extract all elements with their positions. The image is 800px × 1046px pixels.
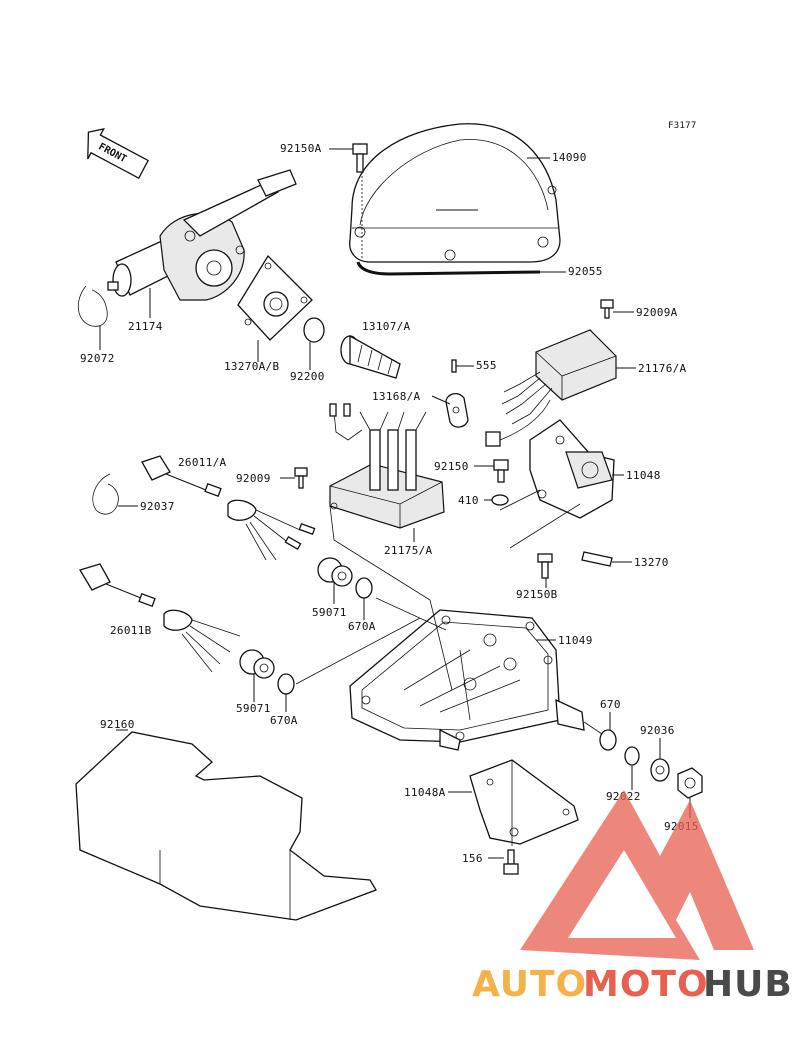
watermark-logo-icon [520, 790, 754, 960]
figure-code: F3177 [668, 121, 697, 131]
bolt-92150B [537, 553, 553, 579]
pin-555 [451, 359, 457, 373]
label-92150B: 92150B [516, 588, 558, 601]
watermark-part1: AUTO [472, 964, 587, 1005]
harness-26011A [141, 455, 316, 561]
oring-92200 [303, 317, 325, 343]
label-670A-b: 670A [270, 714, 298, 727]
label-59071-b: 59071 [236, 702, 271, 715]
harness-26011B [79, 563, 241, 673]
pad-92160-fold [159, 850, 291, 920]
label-11048: 11048 [626, 469, 661, 482]
label-92036: 92036 [640, 724, 675, 737]
pad-92160 [75, 731, 377, 921]
label-13270: 13270 [634, 556, 669, 569]
grommet-59071-a [317, 557, 353, 587]
label-14090: 14090 [552, 151, 587, 164]
bracket-11048 [529, 419, 615, 519]
label-26011B: 26011B [110, 624, 152, 637]
ecu-21176A [485, 329, 617, 447]
cover-14090 [349, 123, 561, 263]
label-670: 670 [600, 698, 621, 711]
bolt-156 [503, 849, 519, 875]
nut-92015 [677, 767, 703, 799]
bracket-11048A [469, 759, 579, 845]
shaft-13107A [340, 334, 401, 379]
label-13107A: 13107/A [362, 320, 411, 333]
leader-lines [99, 148, 691, 859]
motor-21174 [107, 169, 297, 301]
label-410: 410 [458, 494, 479, 507]
label-92055: 92055 [568, 265, 603, 278]
label-11049: 11049 [558, 634, 593, 647]
grommet-59071-b [239, 649, 275, 679]
label-670A-a: 670A [348, 620, 376, 633]
oring-670A-b [277, 673, 295, 695]
label-13270AB: 13270A/B [224, 360, 279, 373]
watermark-part3: HUB [703, 964, 793, 1005]
case-11049 [349, 609, 585, 751]
label-92150: 92150 [434, 460, 469, 473]
label-156: 156 [462, 852, 483, 865]
label-13168A: 13168/A [372, 390, 421, 403]
plate-13270AB [237, 254, 313, 341]
label-92150A: 92150A [280, 142, 322, 155]
part-labels: 92150A 14090 92055 92009A 21174 92072 13… [80, 142, 698, 865]
oring-670A-a [355, 577, 373, 599]
bolt-92009 [294, 467, 308, 489]
strap-13270 [581, 551, 613, 567]
circlip-92072 [78, 285, 108, 327]
label-11048A: 11048A [404, 786, 446, 799]
rubber-92036 [650, 758, 670, 782]
watermark-part2: MOTO [583, 964, 709, 1005]
regulator-21175A [329, 403, 445, 529]
watermark-text: AUTO MOTO HUB [472, 964, 793, 1005]
label-59071-a: 59071 [312, 606, 347, 619]
front-arrow-icon: FRONT [87, 128, 150, 180]
label-26011A: 26011/A [178, 456, 227, 469]
label-92037: 92037 [140, 500, 175, 513]
bolt-92150 [493, 459, 509, 483]
label-92160: 92160 [100, 718, 135, 731]
washer-410 [491, 494, 509, 506]
label-21175A: 21175/A [384, 544, 433, 557]
clip-92037 [92, 473, 119, 515]
label-92009: 92009 [236, 472, 271, 485]
gasket-92055 [356, 261, 541, 276]
label-21174: 21174 [128, 320, 163, 333]
label-92200: 92200 [290, 370, 325, 383]
washer-92022 [624, 746, 640, 766]
label-92009A: 92009A [636, 306, 678, 319]
label-555: 555 [476, 359, 497, 372]
bolt-92009A [600, 299, 614, 319]
oring-670 [599, 729, 617, 751]
label-21176A: 21176/A [638, 362, 687, 375]
connector-13168A [445, 392, 469, 428]
label-92072: 92072 [80, 352, 115, 365]
